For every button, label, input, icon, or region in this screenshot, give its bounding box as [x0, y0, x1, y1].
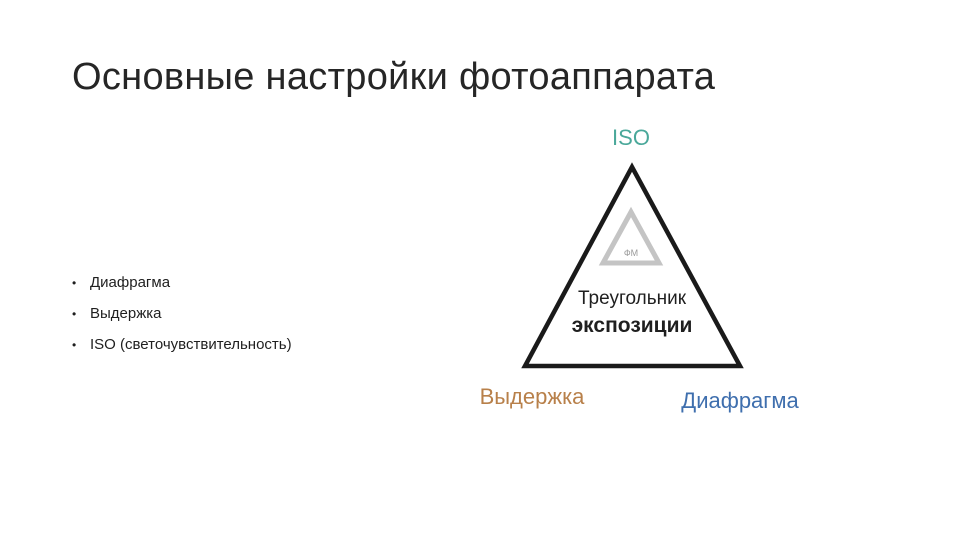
bullet-icon: • [72, 307, 77, 321]
vertex-label-shutter: Выдержка [480, 384, 586, 409]
vertex-label-aperture: Диафрагма [681, 388, 799, 413]
bullet-text: ISO (светочувствительность) [90, 336, 292, 353]
bullet-text: Диафрагма [90, 274, 171, 291]
watermark-logo: ФМ [598, 206, 664, 266]
bullet-icon: • [72, 338, 77, 352]
diagram-center-label-line2: экспозиции [572, 314, 693, 337]
bullet-text: Выдержка [90, 305, 162, 322]
logo-text: ФМ [624, 248, 638, 258]
vertex-label-iso: ISO [612, 125, 650, 150]
bullet-item: • Выдержка [72, 305, 292, 336]
bullet-icon: • [72, 276, 77, 290]
diagram-center-label-line1: Треугольник [578, 288, 687, 309]
bullet-list: • Диафрагма • Выдержка • ISO (светочувствит… [72, 274, 292, 367]
exposure-triangle [521, 162, 744, 369]
bullet-item: • Диафрагма [72, 274, 292, 305]
logo-triangle-icon [598, 206, 664, 266]
slide-title: Основные настройки фотоаппарата [72, 56, 716, 98]
bullet-item: • ISO (светочувствительность) [72, 336, 292, 367]
